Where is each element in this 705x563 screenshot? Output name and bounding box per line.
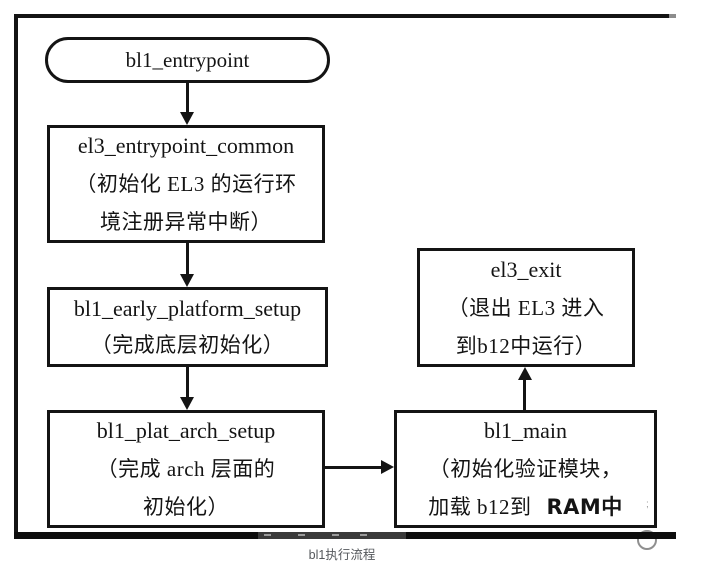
frame-top-border-tip bbox=[669, 14, 676, 18]
node-desc: 境注册异常中断） bbox=[100, 210, 272, 234]
bottom-bar-speck bbox=[264, 534, 271, 536]
bottom-bar-speck bbox=[332, 534, 339, 536]
node-title: bl1_plat_arch_setup bbox=[96, 418, 276, 443]
node-title: bl1_main bbox=[483, 418, 568, 443]
frame-left-border bbox=[14, 14, 18, 533]
node-desc: （初始化 EL3 的运行环 bbox=[75, 172, 297, 196]
arrow-main-to-exit-line bbox=[523, 379, 526, 410]
arrow-el3common-to-early-head bbox=[180, 274, 194, 287]
frame-top-border bbox=[14, 14, 669, 18]
node-el3-entrypoint-common: el3_entrypoint_common （初始化 EL3 的运行环 境注册异… bbox=[47, 125, 325, 243]
arrow-el3common-to-early-line bbox=[186, 243, 189, 275]
bottom-bar-speck bbox=[298, 534, 305, 536]
node-el3-exit: el3_exit （退出 EL3 进入 到b12中运行） bbox=[417, 248, 635, 367]
node-bl1-plat-arch-setup: bl1_plat_arch_setup （完成 arch 层面的 初始化） bbox=[47, 410, 325, 528]
circle-artifact bbox=[637, 530, 657, 550]
scan-artifact-mark: ; bbox=[646, 499, 649, 510]
node-desc-serif-part: 加载 b12到 bbox=[428, 495, 532, 519]
arrow-main-to-exit-head bbox=[518, 367, 532, 380]
node-title: el3_exit bbox=[490, 256, 562, 282]
node-desc: （退出 EL3 进入 bbox=[447, 295, 605, 320]
arrow-early-to-arch-head bbox=[180, 397, 194, 410]
arrow-entry-to-el3common-head bbox=[180, 112, 194, 125]
diagram-caption: bl1执行流程 bbox=[308, 548, 376, 562]
arrow-entry-to-el3common-line bbox=[186, 83, 189, 114]
arrow-arch-to-main-line bbox=[325, 466, 382, 469]
node-bl1-early-platform-setup: bl1_early_platform_setup （完成底层初始化） bbox=[47, 287, 328, 367]
bottom-bar-speck bbox=[360, 534, 367, 536]
arrow-early-to-arch-line bbox=[186, 367, 189, 398]
node-bl1-entrypoint-label: bl1_entrypoint bbox=[125, 47, 250, 72]
node-title: el3_entrypoint_common bbox=[77, 133, 295, 158]
node-desc: 到b12中运行） bbox=[455, 333, 597, 358]
node-bl1-main: bl1_main （初始化验证模块， 加载 b12到 RAM中 bbox=[394, 410, 657, 528]
frame-bottom-bar bbox=[14, 532, 676, 539]
arrow-arch-to-main-head bbox=[381, 460, 394, 474]
node-desc-mixed: 加载 b12到 RAM中 bbox=[428, 488, 623, 526]
node-desc: （完成底层初始化） bbox=[90, 333, 285, 357]
node-desc: （完成 arch 层面的 bbox=[96, 457, 276, 481]
node-desc-bold-part: RAM中 bbox=[546, 495, 623, 519]
node-desc: （初始化验证模块， bbox=[428, 457, 623, 481]
node-bl1-entrypoint: bl1_entrypoint bbox=[45, 37, 330, 83]
node-desc: 初始化） bbox=[143, 495, 229, 519]
node-title: bl1_early_platform_setup bbox=[73, 296, 302, 321]
